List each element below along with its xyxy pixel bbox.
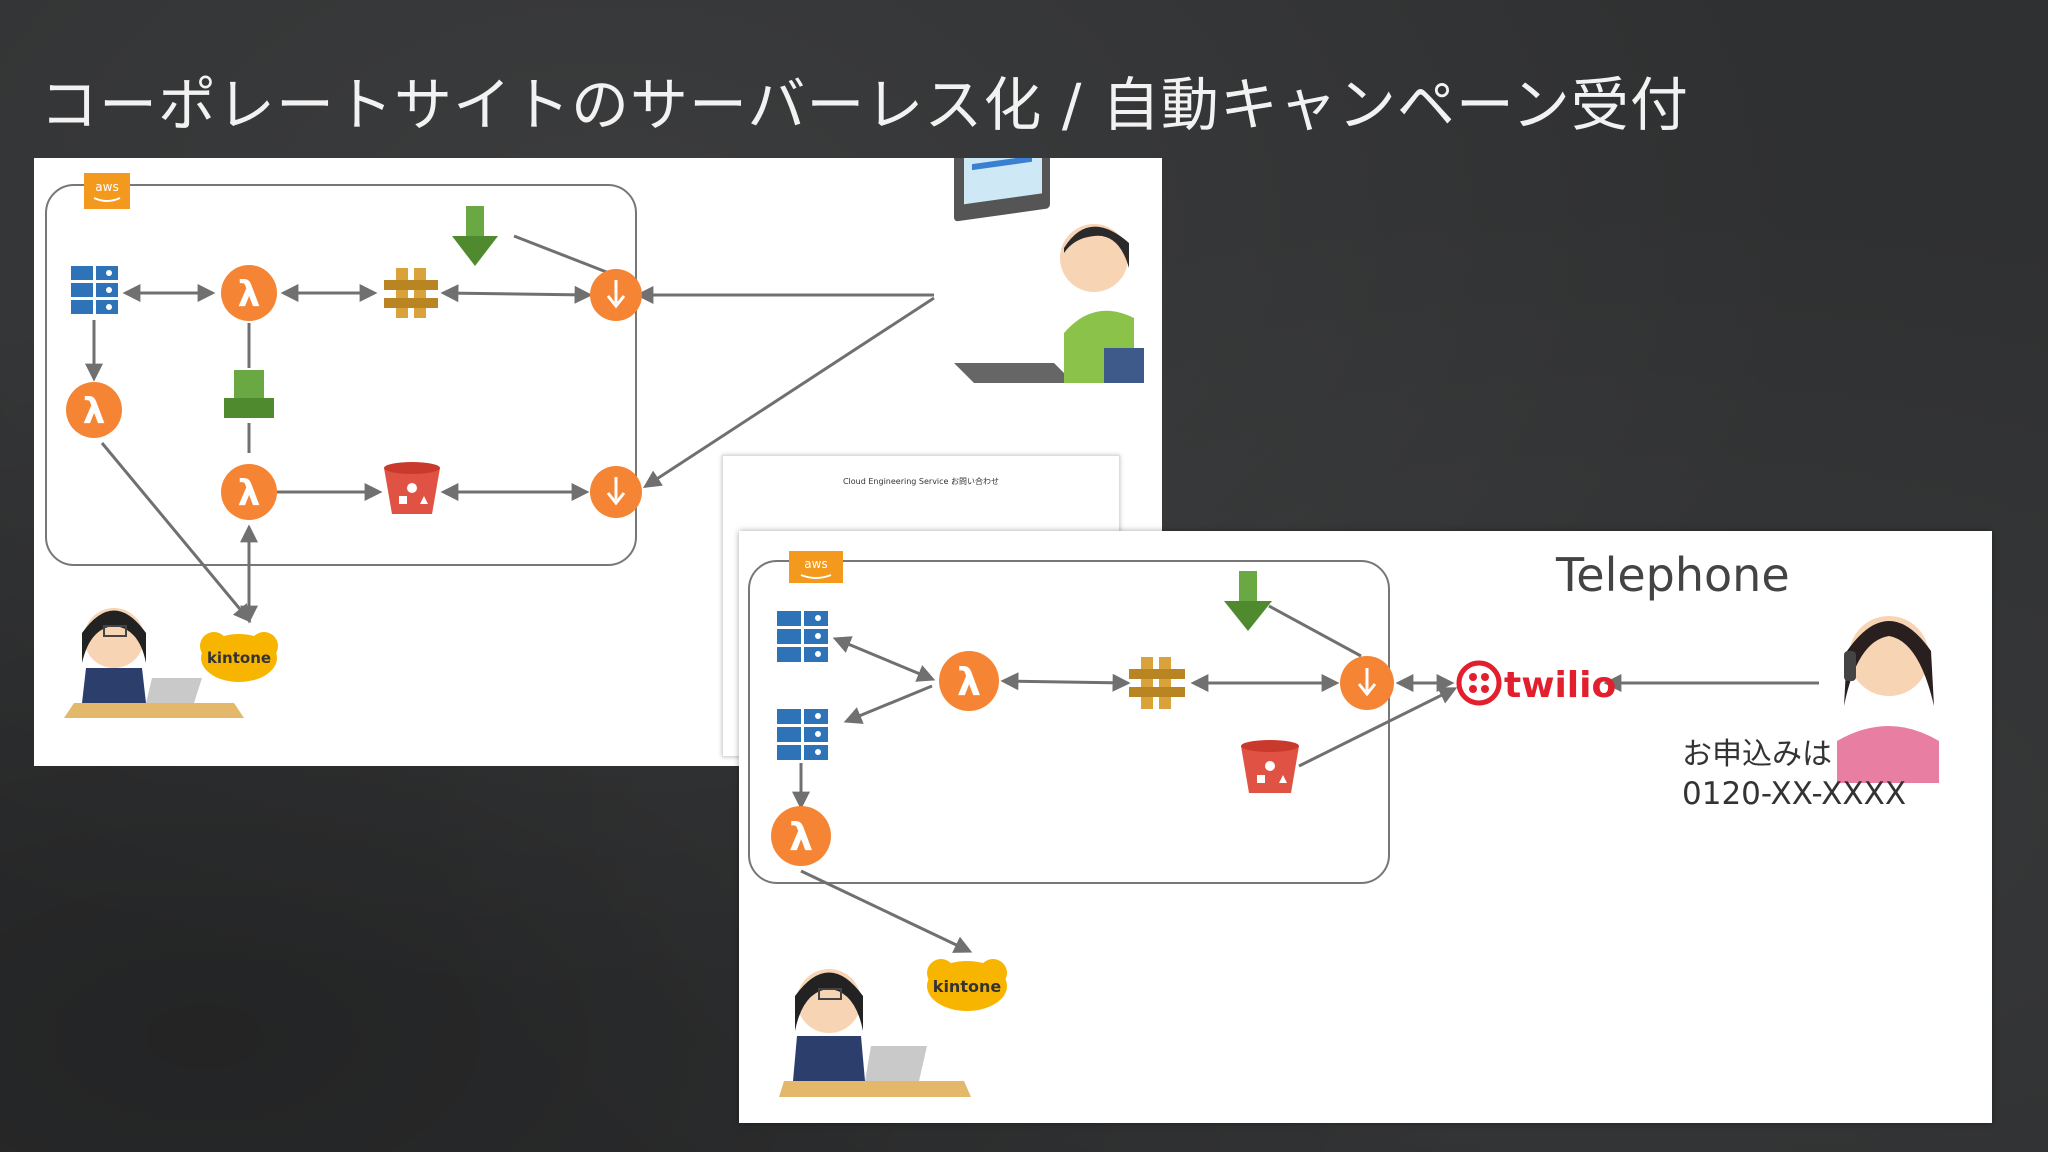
inquiry-form-title: Cloud Engineering Service お問い合わせ	[842, 477, 1000, 486]
s3-bucket-icon	[1241, 740, 1299, 793]
user-at-computer-illustration	[954, 158, 1144, 383]
sns-icon	[384, 268, 438, 318]
arrow-sns-gateway	[440, 284, 593, 304]
arrow-s3-twilio	[1298, 687, 1458, 768]
svg-text:λ: λ	[238, 473, 261, 514]
svg-text:λ: λ	[238, 274, 261, 315]
svg-text:aws: aws	[95, 180, 118, 194]
arrow-sqs-gateway	[1268, 604, 1362, 658]
svg-text:aws: aws	[804, 557, 827, 571]
lambda-icon: λ	[221, 464, 277, 520]
svg-text:λ: λ	[957, 660, 981, 704]
phone-number: 0120-XX-XXXX	[1682, 776, 1906, 812]
aws-badge: aws	[84, 173, 130, 209]
twilio-logo: twilio	[1456, 660, 1616, 706]
arrow-lambda-dynamo2	[843, 684, 933, 724]
svg-text:twilio: twilio	[1504, 665, 1616, 706]
arrow-lambda-sns	[1000, 672, 1131, 692]
lambda-icon: λ	[771, 806, 831, 866]
api-gateway-icon	[590, 466, 642, 518]
sqs-icon	[452, 206, 498, 266]
svg-text:kintone: kintone	[933, 977, 1002, 996]
svg-text:kintone: kintone	[207, 649, 271, 667]
operator-illustration	[64, 608, 244, 718]
sns-icon	[1129, 657, 1185, 709]
apply-label: お申込みは	[1682, 737, 1832, 772]
svg-text:λ: λ	[789, 815, 813, 859]
lambda-icon: λ	[221, 265, 277, 321]
arrow-dynamo-lambda	[832, 636, 936, 682]
arrow-lambda2-kintone	[100, 442, 252, 623]
api-gateway-icon	[590, 269, 642, 321]
sqs-icon	[1224, 571, 1272, 631]
s3-bucket-icon	[384, 462, 440, 514]
arrow-sqs-gateway	[513, 234, 610, 275]
kintone-logo: kintone	[200, 632, 278, 682]
operator-illustration	[779, 969, 971, 1097]
telephone-architecture-diagram: aws Telephone	[739, 531, 1992, 1123]
dynamodb-icon	[777, 709, 828, 760]
aws-cloud-boundary	[748, 560, 1390, 884]
svg-text:λ: λ	[83, 391, 106, 432]
kintone-logo: kintone	[927, 959, 1007, 1011]
lambda-icon: λ	[66, 382, 122, 438]
api-gateway-icon	[1340, 656, 1394, 710]
lambda-icon: λ	[939, 651, 999, 711]
slide-title: コーポレートサイトのサーバーレス化 / 自動キャンペーン受付	[40, 71, 1689, 139]
aws-cloud-boundary	[45, 184, 637, 566]
aws-badge: aws	[789, 551, 843, 583]
arrow-lambda-kintone	[800, 869, 973, 953]
caller-illustration	[1837, 616, 1939, 783]
sqs-icon	[224, 370, 274, 418]
telephone-heading: Telephone	[1555, 548, 1790, 602]
dynamodb-icon	[71, 266, 118, 314]
arrow-user-gateway2	[642, 296, 935, 488]
dynamodb-icon	[777, 611, 828, 662]
